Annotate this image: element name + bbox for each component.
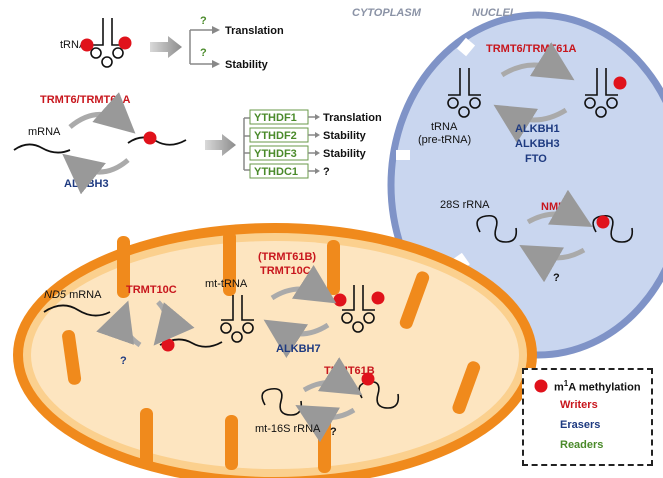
nucleus-eraser-3: FTO (525, 153, 547, 165)
cycle-arrow (493, 104, 568, 143)
mito-mrna-label: ND5 mRNA (44, 289, 102, 301)
nucleus-trna-group: TRMT6/TRMT61A tRNA (pre-tRNA) ALKBH1 ALK… (418, 42, 627, 165)
cycle-arrow (62, 153, 130, 195)
legend-readers: Readers (560, 439, 604, 451)
mito-rrna-group: TRMT61B mt-16S rRNA ? (255, 357, 400, 443)
cycle-arrow (153, 300, 195, 346)
m1a-dot-legend-icon (534, 379, 548, 393)
trna-top-icon (90, 18, 124, 68)
trna-icon (220, 285, 375, 343)
reader-1-effect: Translation (323, 112, 382, 124)
nucleus-rrna-q: ? (553, 272, 560, 284)
legend-writers: Writers (560, 399, 598, 411)
readers-list: YTHDF1 YTHDF2 YTHDF3 YTHDC1 Translation … (249, 109, 382, 179)
cytoplasm-label: CYTOPLASM (352, 7, 422, 19)
process-arrow (205, 134, 236, 156)
trna-top-label: tRNA (60, 39, 87, 51)
mrna-cyto-label: mRNA (28, 126, 61, 138)
mrna-strand (13, 143, 71, 154)
mito-trna-writer2: TRMT10C (260, 265, 311, 277)
mito-mrna-writer: TRMT10C (126, 284, 177, 296)
mito-mrna-q: ? (120, 355, 127, 367)
reader-2-effect: Stability (323, 130, 367, 142)
m1a-dot (371, 291, 385, 305)
trna-top-q2: ? (200, 47, 207, 59)
mito-rrna-label: mt-16S rRNA (255, 423, 321, 435)
reader-2: YTHDF2 (254, 130, 297, 142)
m1a-dot (118, 36, 132, 50)
m1a-dot (80, 38, 94, 52)
mrna-cyto-eraser: ALKBH3 (64, 178, 109, 190)
m1a-dot (143, 131, 157, 145)
legend-m1a-prefix: m (554, 381, 564, 394)
rrna-strand (592, 214, 634, 243)
cycle-arrow (270, 264, 337, 304)
mrna-cyto-writer: TRMT6/TRMT61A (40, 94, 131, 106)
mrna-cyto-group: mRNA TRMT6/TRMT61A ALKBH3 YTHDF1 YTHDF2 … (13, 92, 382, 195)
rrna-strand (476, 214, 518, 243)
cycle-arrow (68, 92, 136, 134)
nucleus-rrna-label: 28S rRNA (440, 199, 490, 211)
cycle-arrow (263, 319, 330, 359)
mito-trna-eraser: ALKBH7 (276, 343, 321, 355)
cycle-arrow (295, 405, 356, 443)
nucleus-eraser-2: ALKBH3 (515, 138, 560, 150)
mito-trna-writer1: (TRMT61B) (258, 251, 316, 263)
mito-mrna-label-italic: ND5 (44, 289, 67, 301)
nuclei-label: NUCLEI (472, 7, 514, 19)
m1a-dot (361, 372, 375, 386)
process-arrow (150, 36, 182, 58)
trna-top-out1: Translation (225, 25, 284, 37)
cycle-arrow (96, 300, 142, 348)
legend-erasers: Erasers (560, 419, 601, 431)
reader-1: YTHDF1 (254, 112, 297, 124)
nucleus-trna-label2: (pre-tRNA) (418, 134, 471, 146)
cycle-arrow (519, 245, 586, 283)
mito-mrna-group: ND5 mRNA TRMT10C ? (43, 284, 223, 367)
reader-4: YTHDC1 (254, 166, 298, 178)
m1a-dot (596, 215, 610, 229)
trna-icon (447, 68, 618, 118)
mito-trna-label: mt-tRNA (205, 278, 248, 290)
m1a-dot (613, 76, 627, 90)
nucleus-rrna-group: 28S rRNA NML ? (440, 189, 634, 284)
nucleus-trna-writer: TRMT6/TRMT61A (486, 43, 577, 55)
trna-top-group: tRNA ? ? Translation Stability (60, 15, 284, 71)
cycle-arrow (302, 357, 363, 396)
nucleus-eraser-1: ALKBH1 (515, 123, 560, 135)
cycle-arrow (526, 189, 593, 227)
reader-3-effect: Stability (323, 148, 367, 160)
trna-top-out2: Stability (225, 59, 269, 71)
nucleus-trna-label1: tRNA (431, 121, 458, 133)
legend-m1a: m1A methylation (554, 379, 641, 394)
mrna-strand (127, 136, 187, 146)
cycle-arrow (500, 42, 575, 81)
nucleus-rrna-writer: NML (541, 201, 565, 213)
legend: m1A methylation Writers Erasers Readers (522, 368, 653, 466)
m1a-dot (333, 293, 347, 307)
reader-3: YTHDF3 (254, 148, 297, 160)
mito-rrna-q: ? (330, 426, 337, 438)
m1a-dot (161, 338, 175, 352)
trna-top-q1: ? (200, 15, 207, 27)
legend-m1a-sup: 1 (563, 379, 569, 388)
mito-mrna-label-rest: mRNA (66, 289, 102, 301)
mito-trna-group: (TRMT61B) TRMT10C mt-tRNA ALKBH7 (205, 251, 385, 359)
legend-m1a-suffix: A methylation (568, 381, 641, 394)
reader-4-effect: ? (323, 166, 330, 178)
